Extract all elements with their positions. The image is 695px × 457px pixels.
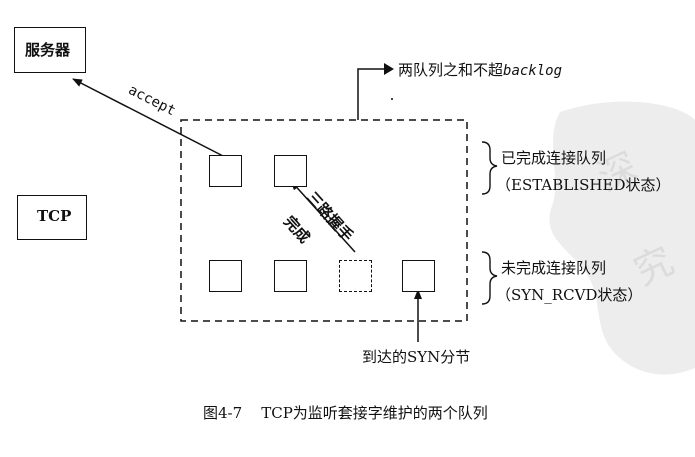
sum-label-text: 两队列之和不超 [398,61,504,79]
server-box: 服务器 [14,27,86,73]
incomplete-queue-slot-2 [274,260,307,292]
completed-queue-brace [481,141,498,195]
handshake-arrow [290,180,356,253]
incomplete-queue-slot-1 [209,260,242,292]
incomplete-queue-state: （SYN_RCVD状态） [496,286,643,304]
incomplete-queue-slot-4 [402,260,435,292]
incomplete-queue-slot-pending [339,260,372,292]
figure-caption: 图4-7 TCP为监听套接字维护的两个队列 [203,404,488,422]
listen-socket-region [180,119,468,322]
server-label: 服务器 [25,41,71,59]
sum-label-connector [357,68,384,120]
completed-queue-label: 已完成连接队列 [501,149,607,167]
incomplete-queue-label: 未完成连接队列 [501,259,607,277]
watermark-blob [549,101,695,375]
accept-arrow [72,78,226,158]
syn-arrival-label: 到达的SYN分节 [362,348,471,366]
tcp-label: TCP [37,207,72,225]
completed-queue-slot-2 [274,155,307,187]
scan-speck [391,98,393,100]
completed-queue-state: （ESTABLISHED状态） [496,176,671,194]
backlog-term: backlog [503,63,563,79]
sum-label-arrowhead [384,63,394,75]
tcp-box: TCP [17,195,87,240]
sum-label: 两队列之和不超backlog [398,59,562,80]
completed-queue-slot-1 [209,155,242,187]
incomplete-queue-brace [481,251,498,305]
